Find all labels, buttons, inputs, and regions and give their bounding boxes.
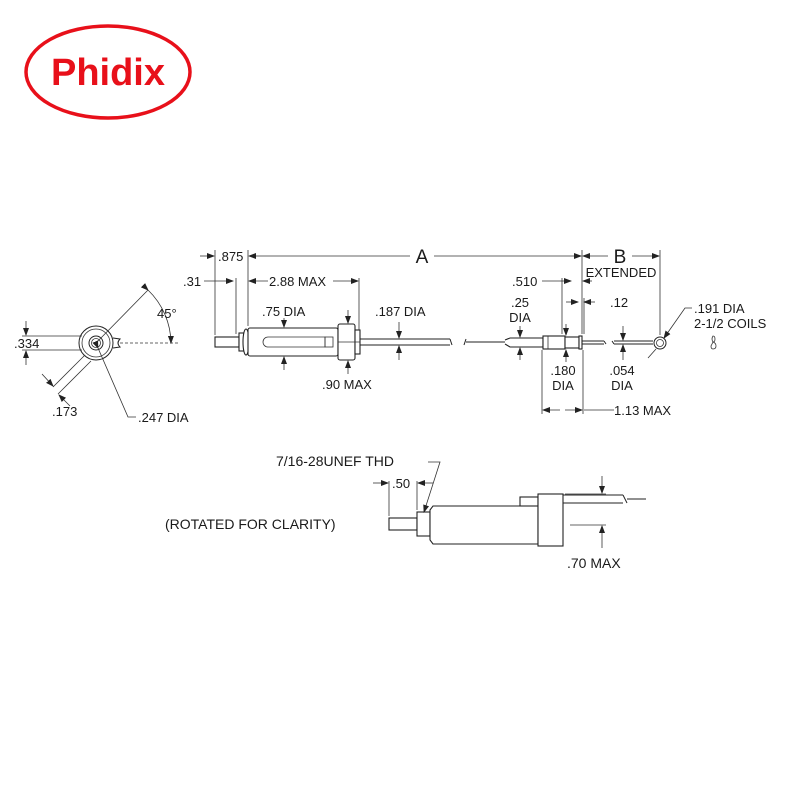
rotated-view: 7/16-28UNEF THD .50 (ROTATED FOR CLARITY… <box>165 453 646 571</box>
end-view-slot <box>112 337 122 349</box>
fitting-collar <box>564 336 580 349</box>
coil-leader <box>663 307 692 339</box>
dim-50-label: .50 <box>392 476 410 491</box>
dim-12-label: .12 <box>610 295 628 310</box>
rotated-body <box>429 505 539 545</box>
dia-180-label-a: .180 <box>550 363 575 378</box>
coil-outer <box>653 336 667 350</box>
side-view: .875 A B EXTENDED .31 2.88 MAX .75 DIA .… <box>183 247 767 418</box>
extended-label: EXTENDED <box>586 265 657 280</box>
rod-break-2 <box>463 338 467 346</box>
dim-B-label: B <box>614 247 627 268</box>
end-view: 45° .334 .173 .247 DIA <box>14 282 189 425</box>
hole-label: .247 DIA <box>138 410 189 425</box>
fitting-sleeve <box>542 335 566 350</box>
dia-054-label-b: DIA <box>611 378 633 393</box>
dim-510-label: .510 <box>512 274 537 289</box>
rotation-note: (ROTATED FOR CLARITY) <box>165 516 336 532</box>
rotated-rod-end <box>622 494 628 504</box>
coil-inner <box>656 339 664 347</box>
end-view-hole <box>88 335 104 351</box>
dim-A-label: A <box>416 247 429 268</box>
end-view-inner-ring <box>81 328 111 358</box>
shaft-stub <box>214 336 240 348</box>
fitting-ring <box>578 335 583 350</box>
dia-180-label-b: DIA <box>552 378 574 393</box>
offset-line-1 <box>52 354 86 388</box>
thread-leader <box>423 461 441 513</box>
dim-875-label: .875 <box>218 249 243 264</box>
cylinder-body <box>247 327 339 357</box>
slot-fitting <box>324 336 334 348</box>
max-113-label: 1.13 MAX <box>614 403 671 418</box>
coils-label: 2-1/2 COILS <box>694 316 767 331</box>
rotated-end-cap <box>537 493 564 547</box>
tapered-section <box>504 337 544 348</box>
body-slot <box>262 336 326 348</box>
dia-75-label: .75 DIA <box>262 304 306 319</box>
dim-arrow-173-b <box>58 394 71 407</box>
angle-line <box>95 289 149 344</box>
logo-ellipse <box>24 24 192 120</box>
hole-leader <box>92 340 136 418</box>
max-70-label: .70 MAX <box>567 555 621 571</box>
width-label: .334 <box>14 336 39 351</box>
logo-text: Phidix <box>51 52 165 94</box>
dia-25-label-a: .25 <box>511 295 529 310</box>
offset-label: .173 <box>52 404 77 419</box>
angle-arc <box>140 282 174 344</box>
max-90-label: .90 MAX <box>322 377 372 392</box>
thread-label: 7/16-28UNEF THD <box>276 453 394 469</box>
rotated-shaft <box>388 517 418 531</box>
dim-31-label: .31 <box>183 274 201 289</box>
dim-288-label: 2.88 MAX <box>269 274 326 289</box>
offset-line-2 <box>57 360 92 395</box>
dia-25-label-b: DIA <box>509 310 531 325</box>
end-view-outer-ring <box>78 325 114 361</box>
rod-break-1 <box>449 338 453 346</box>
rotated-thread-nut <box>416 511 431 537</box>
coil-side-icon <box>710 335 717 350</box>
dia-054-label-a: .054 <box>609 363 634 378</box>
angle-label: 45° <box>157 306 177 321</box>
coil-dia-label: .191 DIA <box>694 301 745 316</box>
dia-187-label: .187 DIA <box>375 304 426 319</box>
dim-arrow-173-a <box>41 373 54 387</box>
phidix-logo: Phidix <box>24 24 192 120</box>
wire-break <box>603 340 615 345</box>
coil-leader-tail <box>647 348 657 359</box>
rotated-fitting <box>519 496 539 507</box>
